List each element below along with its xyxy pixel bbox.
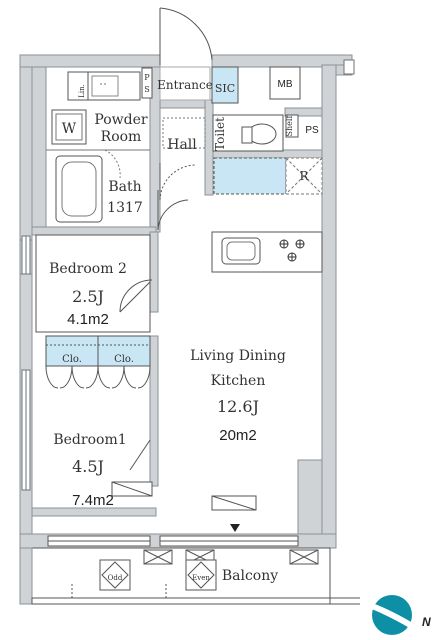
bedroom2-label: Bedroom 2 <box>49 261 127 277</box>
compass-north-label: N <box>422 615 431 629</box>
powder-room-label-line1: Powder <box>94 112 148 128</box>
mb-box: MB <box>269 66 301 100</box>
ps-top-box: P S <box>141 67 153 99</box>
mb-label: MB <box>278 79 293 90</box>
shelf-box: Shelf <box>285 114 299 138</box>
kitchen-counter <box>211 231 323 273</box>
entrance-label: Entrance <box>157 78 213 92</box>
balcony-hatch-odd: Odd <box>99 559 131 591</box>
bath-size-label: 1317 <box>107 200 143 216</box>
balcony: Balcony <box>19 547 360 605</box>
bedroom1-size-m2: 7.4m2 <box>72 492 114 509</box>
bedroom1-size-j: 4.5J <box>72 457 104 476</box>
bedroom2: Bedroom 2 2.5J 4.1m2 <box>35 234 151 333</box>
ldk-ac <box>211 495 257 511</box>
balcony-label: Balcony <box>222 568 278 584</box>
linen-label: Lin. <box>78 84 86 98</box>
hall-door <box>157 163 197 231</box>
odd-label: Odd <box>108 574 123 582</box>
ps-right-label: PS <box>305 125 319 136</box>
ldk-label-line1: Living Dining <box>190 348 286 364</box>
entry-arrow-icon <box>230 524 240 532</box>
refrigerator-space: R <box>285 157 323 195</box>
bath-door-swing <box>104 149 121 179</box>
closet-right-label: Clo. <box>114 354 134 365</box>
closet-door-arcs <box>45 365 151 389</box>
entrance-door <box>159 7 213 65</box>
bedroom1-ac <box>111 481 153 497</box>
balcony-tick-marks <box>71 584 167 600</box>
shelf-label: Shelf <box>285 115 294 137</box>
closet-right: Clo. <box>97 335 151 367</box>
hall-label: Hall <box>167 137 197 153</box>
stove-icon <box>279 239 305 262</box>
ldk-size-j: 12.6J <box>217 397 259 416</box>
entrance-area: Entrance <box>157 66 213 101</box>
even-label: Even <box>192 574 210 582</box>
washer: W <box>51 109 87 145</box>
bedroom1: Bedroom1 4.5J 7.4m2 <box>53 432 126 509</box>
powder-room-label-line2: Room <box>101 129 142 145</box>
ldk-balcony-window <box>47 535 299 547</box>
sic-label: SIC <box>215 82 235 95</box>
bedroom1-door <box>129 439 151 471</box>
bedroom2-door <box>119 279 153 313</box>
bedroom1-label: Bedroom1 <box>53 432 126 448</box>
left-windows <box>21 235 31 491</box>
ldk: Living Dining Kitchen 12.6J 20m2 <box>190 348 286 444</box>
sic-closet: SIC <box>211 66 239 104</box>
ldk-label-line2: Kitchen <box>211 373 266 389</box>
toilet-label: Toilet <box>213 117 227 151</box>
hall-dashed-box <box>162 117 206 149</box>
bath-label: Bath <box>108 179 141 195</box>
compass-icon: N <box>370 595 431 635</box>
closet-left-label: Clo. <box>62 354 82 365</box>
bedroom2-size-m2: 4.1m2 <box>67 311 109 328</box>
bathtub <box>55 155 103 223</box>
refrigerator-label: R <box>299 169 309 183</box>
linen-cabinet: Lin. <box>67 71 141 101</box>
ps-top-label-p: P <box>144 73 150 82</box>
toilet-room: Toilet <box>212 114 284 152</box>
closet-left: Clo. <box>45 335 99 367</box>
ldk-size-m2: 20m2 <box>219 427 257 444</box>
hall-storage <box>213 157 287 195</box>
ps-top-label-s: S <box>144 85 149 94</box>
washer-label: W <box>62 121 77 137</box>
bedroom2-size-j: 2.5J <box>72 287 104 306</box>
top-right-window <box>343 59 355 75</box>
balcony-hatch-even: Even <box>185 559 217 591</box>
